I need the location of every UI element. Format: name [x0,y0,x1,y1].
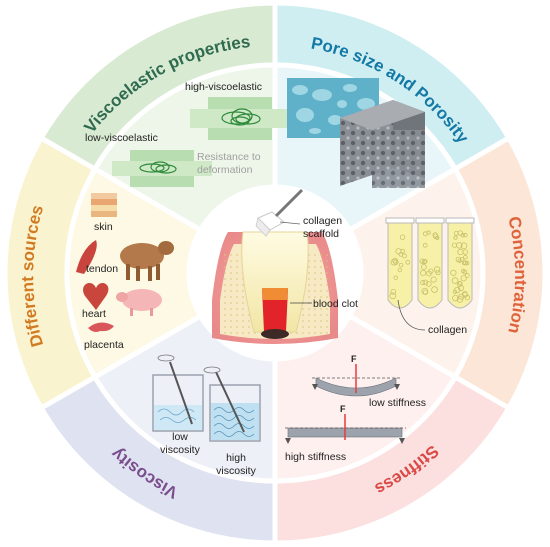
pore-cube-face [372,130,425,188]
stir-rod-high [215,371,245,433]
skin-icon [91,193,117,217]
heart-icon [83,282,109,310]
liquid-high [211,403,259,440]
placenta-label: placenta [84,339,124,351]
force-label-low: F [351,354,357,364]
apex [261,329,289,339]
high-stiffness-label: high stiffness [285,451,346,463]
cow-icon [120,241,174,281]
pore-cube-top [340,100,425,130]
pig-icon [116,289,162,316]
tendon-icon [76,240,97,274]
gel-low [112,161,212,176]
test-tube [417,221,443,309]
plate-bottom-low [130,176,194,187]
high-viscoelastic-label: high-viscoelastic [185,81,262,93]
gel-high [190,109,290,128]
low-viscoelastic-label: low-viscoelastic [85,132,158,144]
collagen-label: collagen [428,324,467,336]
fiber-high-icon [221,108,261,126]
sources-panel: skin tendon heart placenta [76,193,174,351]
fiber-low-icon [139,161,177,174]
tooth-root [241,231,309,333]
beaker-low [152,374,204,432]
liquid-low [154,405,202,430]
beaker-high [209,384,261,442]
stir-rod-low [169,361,193,425]
force-label-high: F [340,404,346,414]
pore-panel [287,78,425,188]
tendon-label: tendon [86,263,118,275]
plate-top-low [130,150,194,161]
stiffness-panel: F low stiffness F high stiffness [285,354,426,463]
placenta-icon [88,322,114,332]
blood-clot-label: blood clot [313,298,358,310]
test-tube [387,221,413,309]
heart-label: heart [82,308,106,320]
concentration-panel: collagen [385,217,475,336]
low-stiffness-label: low stiffness [369,397,426,409]
viscoelastic-panel: high-viscoelastic low-viscoelastic Resis… [85,81,290,187]
plate-top-high [208,97,272,109]
skin-label: skin [94,221,113,233]
plate-bottom-high [208,128,272,140]
forceps [274,188,304,218]
